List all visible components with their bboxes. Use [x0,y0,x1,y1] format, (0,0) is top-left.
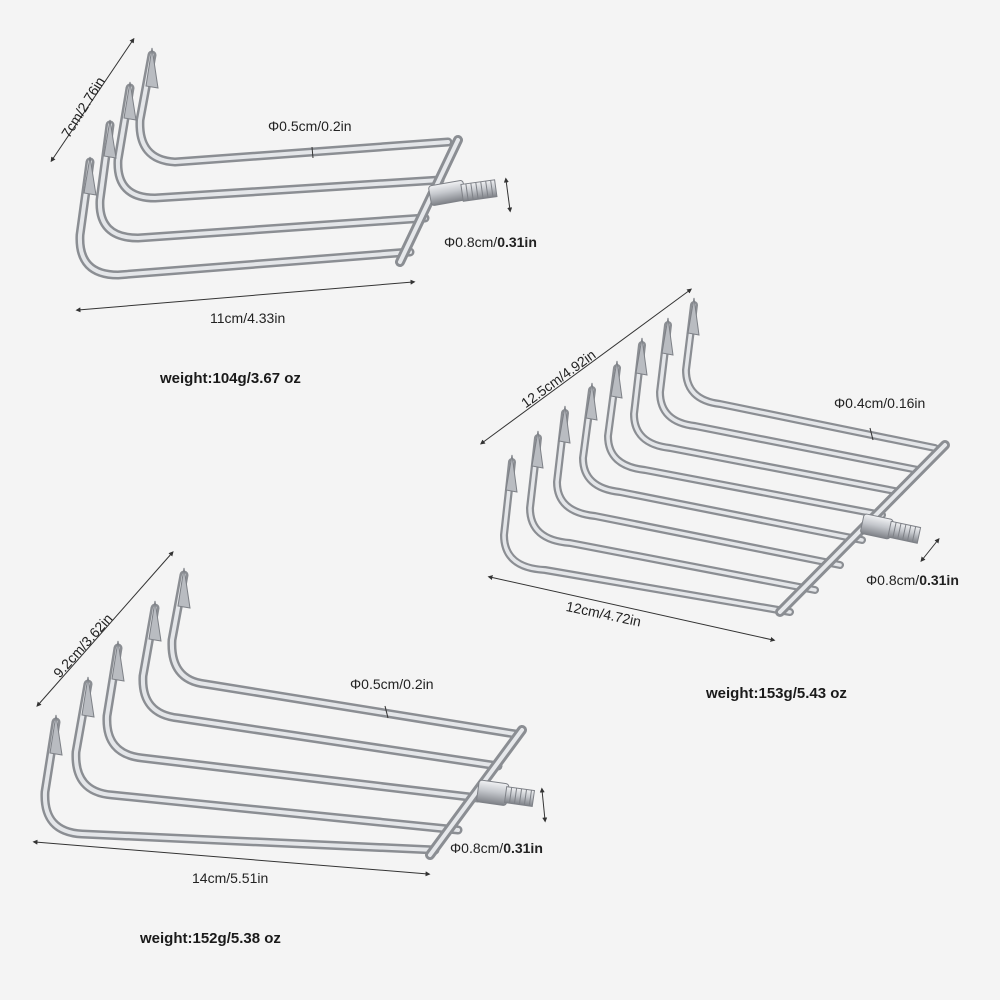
thread-diameter-label-five-tine: Φ0.8cm/0.31in [450,840,543,856]
spear-seven-tine [479,288,950,642]
weight-label-four-tine: weight:104g/3.67 oz [160,370,301,387]
length-label-four-tine: 11cm/4.33in [210,310,286,326]
spear-five-tine [32,551,548,877]
spear-four-tine [50,37,513,313]
thread-diameter-label-seven-tine: Φ0.8cm/0.31in [866,572,959,588]
thread-diameter-label-four-tine: Φ0.8cm/0.31in [444,234,537,250]
weight-label-five-tine: weight:152g/5.38 oz [140,930,281,947]
tine-diameter-label-five-tine: Φ0.5cm/0.2in [350,676,434,692]
length-label-five-tine: 14cm/5.51in [192,870,269,886]
tine-diameter-label-four-tine: Φ0.5cm/0.2in [268,118,352,134]
tine-diameter-label-seven-tine: Φ0.4cm/0.16in [834,395,926,411]
weight-label-seven-tine: weight:153g/5.43 oz [706,685,847,702]
